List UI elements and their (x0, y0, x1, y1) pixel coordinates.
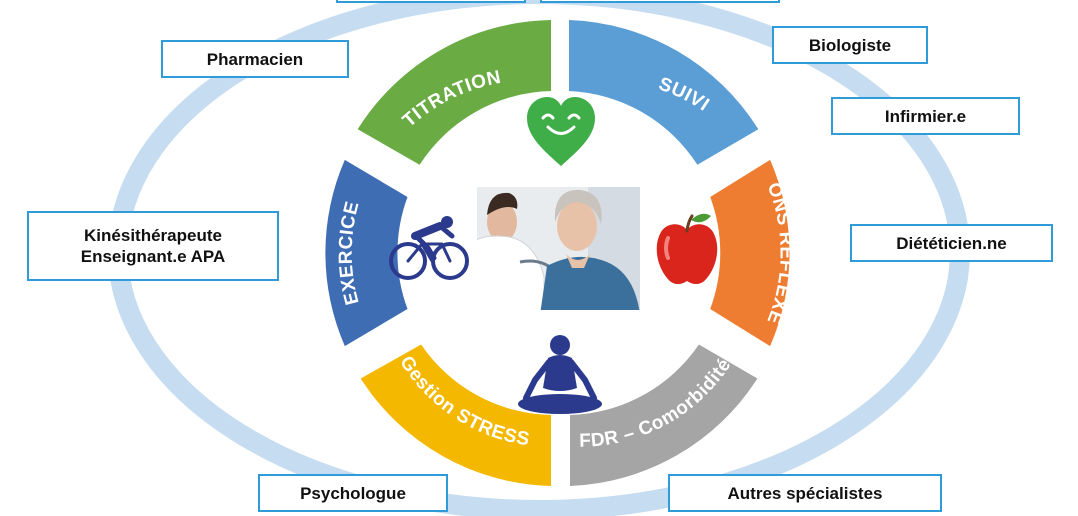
segment-gestion-stress (360, 344, 551, 486)
top-box-left (336, 0, 526, 3)
box-kine-line1: Kinésithérapeute (84, 226, 222, 245)
segment-fdr-comorbidite (570, 344, 758, 486)
segment-suivi (569, 20, 759, 165)
box-infirmier: Infirmier.e (831, 97, 1020, 135)
box-biologiste: Biologiste (772, 26, 928, 64)
doctor-patient-photo (477, 187, 640, 310)
box-kine-line2: Enseignant.e APA (80, 247, 226, 266)
apple-icon (656, 213, 718, 285)
box-pharmacien: Pharmacien (161, 40, 349, 78)
box-dieteticien: Diététicien.ne (850, 224, 1053, 262)
segment-exercice (325, 159, 408, 347)
segment-titration (357, 20, 551, 165)
box-kinesitherapeute-apa: Kinésithérapeute Enseignant.e APA (27, 211, 279, 281)
box-psychologue: Psychologue (258, 474, 448, 512)
heart-smile-icon (527, 97, 595, 166)
meditation-icon (518, 335, 602, 414)
segment-bons-reflexes (710, 159, 790, 347)
box-autres-specialistes: Autres spécialistes (668, 474, 942, 512)
cyclist-icon (389, 216, 469, 280)
top-box-right (540, 0, 780, 3)
